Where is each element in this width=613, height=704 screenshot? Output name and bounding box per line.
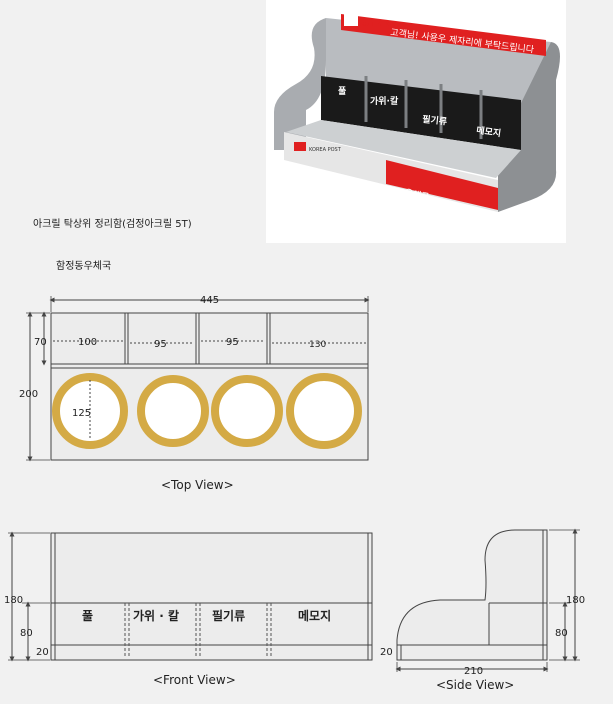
side-height-back-label: 180 <box>566 595 585 606</box>
back-depth-label: 70 <box>34 337 47 348</box>
overall-depth-label: 200 <box>19 389 38 400</box>
front-label-scissors: 가위 · 칼 <box>133 608 179 623</box>
hole-ring <box>286 373 362 449</box>
photo-label-scissors: 가위·칼 <box>370 95 399 107</box>
top-logo-text: KOREA POST <box>361 21 399 28</box>
overall-width-label: 445 <box>200 295 219 306</box>
front-logo-text: KOREA POST <box>309 147 342 153</box>
photo-label-glue: 풀 <box>338 86 346 97</box>
front-base-label: 20 <box>36 647 49 658</box>
top-view: 125 445 100 95 95 130 200 70 <Top View> <box>19 295 370 492</box>
compartment-width-4: 130 <box>309 340 326 350</box>
top-view-caption: <Top View> <box>161 478 234 492</box>
side-height-front-label: 80 <box>555 628 568 639</box>
side-base-label: 20 <box>380 647 393 658</box>
side-view: 210 180 80 20 <Side View> <box>380 528 585 692</box>
front-view-caption: <Front View> <box>153 673 236 687</box>
tray-floor <box>286 120 521 178</box>
front-red-band <box>386 160 498 210</box>
compartment-wall <box>321 76 521 150</box>
footer-text: 우체국 <box>403 187 430 203</box>
location-label: 함정동우체국 <box>56 261 112 272</box>
left-side-panel <box>274 18 326 150</box>
side-view-outline <box>396 529 548 661</box>
top-banner <box>341 14 546 56</box>
photo-label-writing: 필기류 <box>422 113 448 128</box>
top-logo-icon <box>344 14 358 26</box>
front-view-outline <box>50 532 373 661</box>
product-title: 아크릴 탁상위 정리함(검정아크릴 5T) <box>33 219 192 230</box>
hole-ring <box>211 375 283 447</box>
front-height-front-label: 80 <box>20 628 33 639</box>
hole-ring <box>137 375 209 447</box>
side-view-caption: <Side View> <box>436 678 514 692</box>
front-view: 풀 가위 · 칼 필기류 메모지 180 80 20 <Front View> <box>4 531 373 687</box>
front-logo-icon <box>294 142 306 151</box>
compartment-width-3: 95 <box>226 337 239 348</box>
side-depth-label: 210 <box>464 666 483 677</box>
photo-label-memo: 메모지 <box>476 124 502 139</box>
front-height-back-label: 180 <box>4 595 23 606</box>
front-label-writing: 필기류 <box>212 608 245 623</box>
product-photo: KOREA POST 고객님! 사용우 제자리에 부탁드립니다 풀 가위·칼 필… <box>266 0 566 243</box>
compartment-width-1: 100 <box>78 337 97 348</box>
compartment-width-2: 95 <box>154 339 167 350</box>
hole-ring <box>52 373 128 449</box>
product-render: KOREA POST 고객님! 사용우 제자리에 부탁드립니다 풀 가위·칼 필… <box>274 14 560 212</box>
front-label-memo: 메모지 <box>298 608 331 623</box>
hole-diameter-label: 125 <box>72 408 91 419</box>
right-side-panel <box>498 42 560 212</box>
front-label-glue: 풀 <box>82 608 93 623</box>
